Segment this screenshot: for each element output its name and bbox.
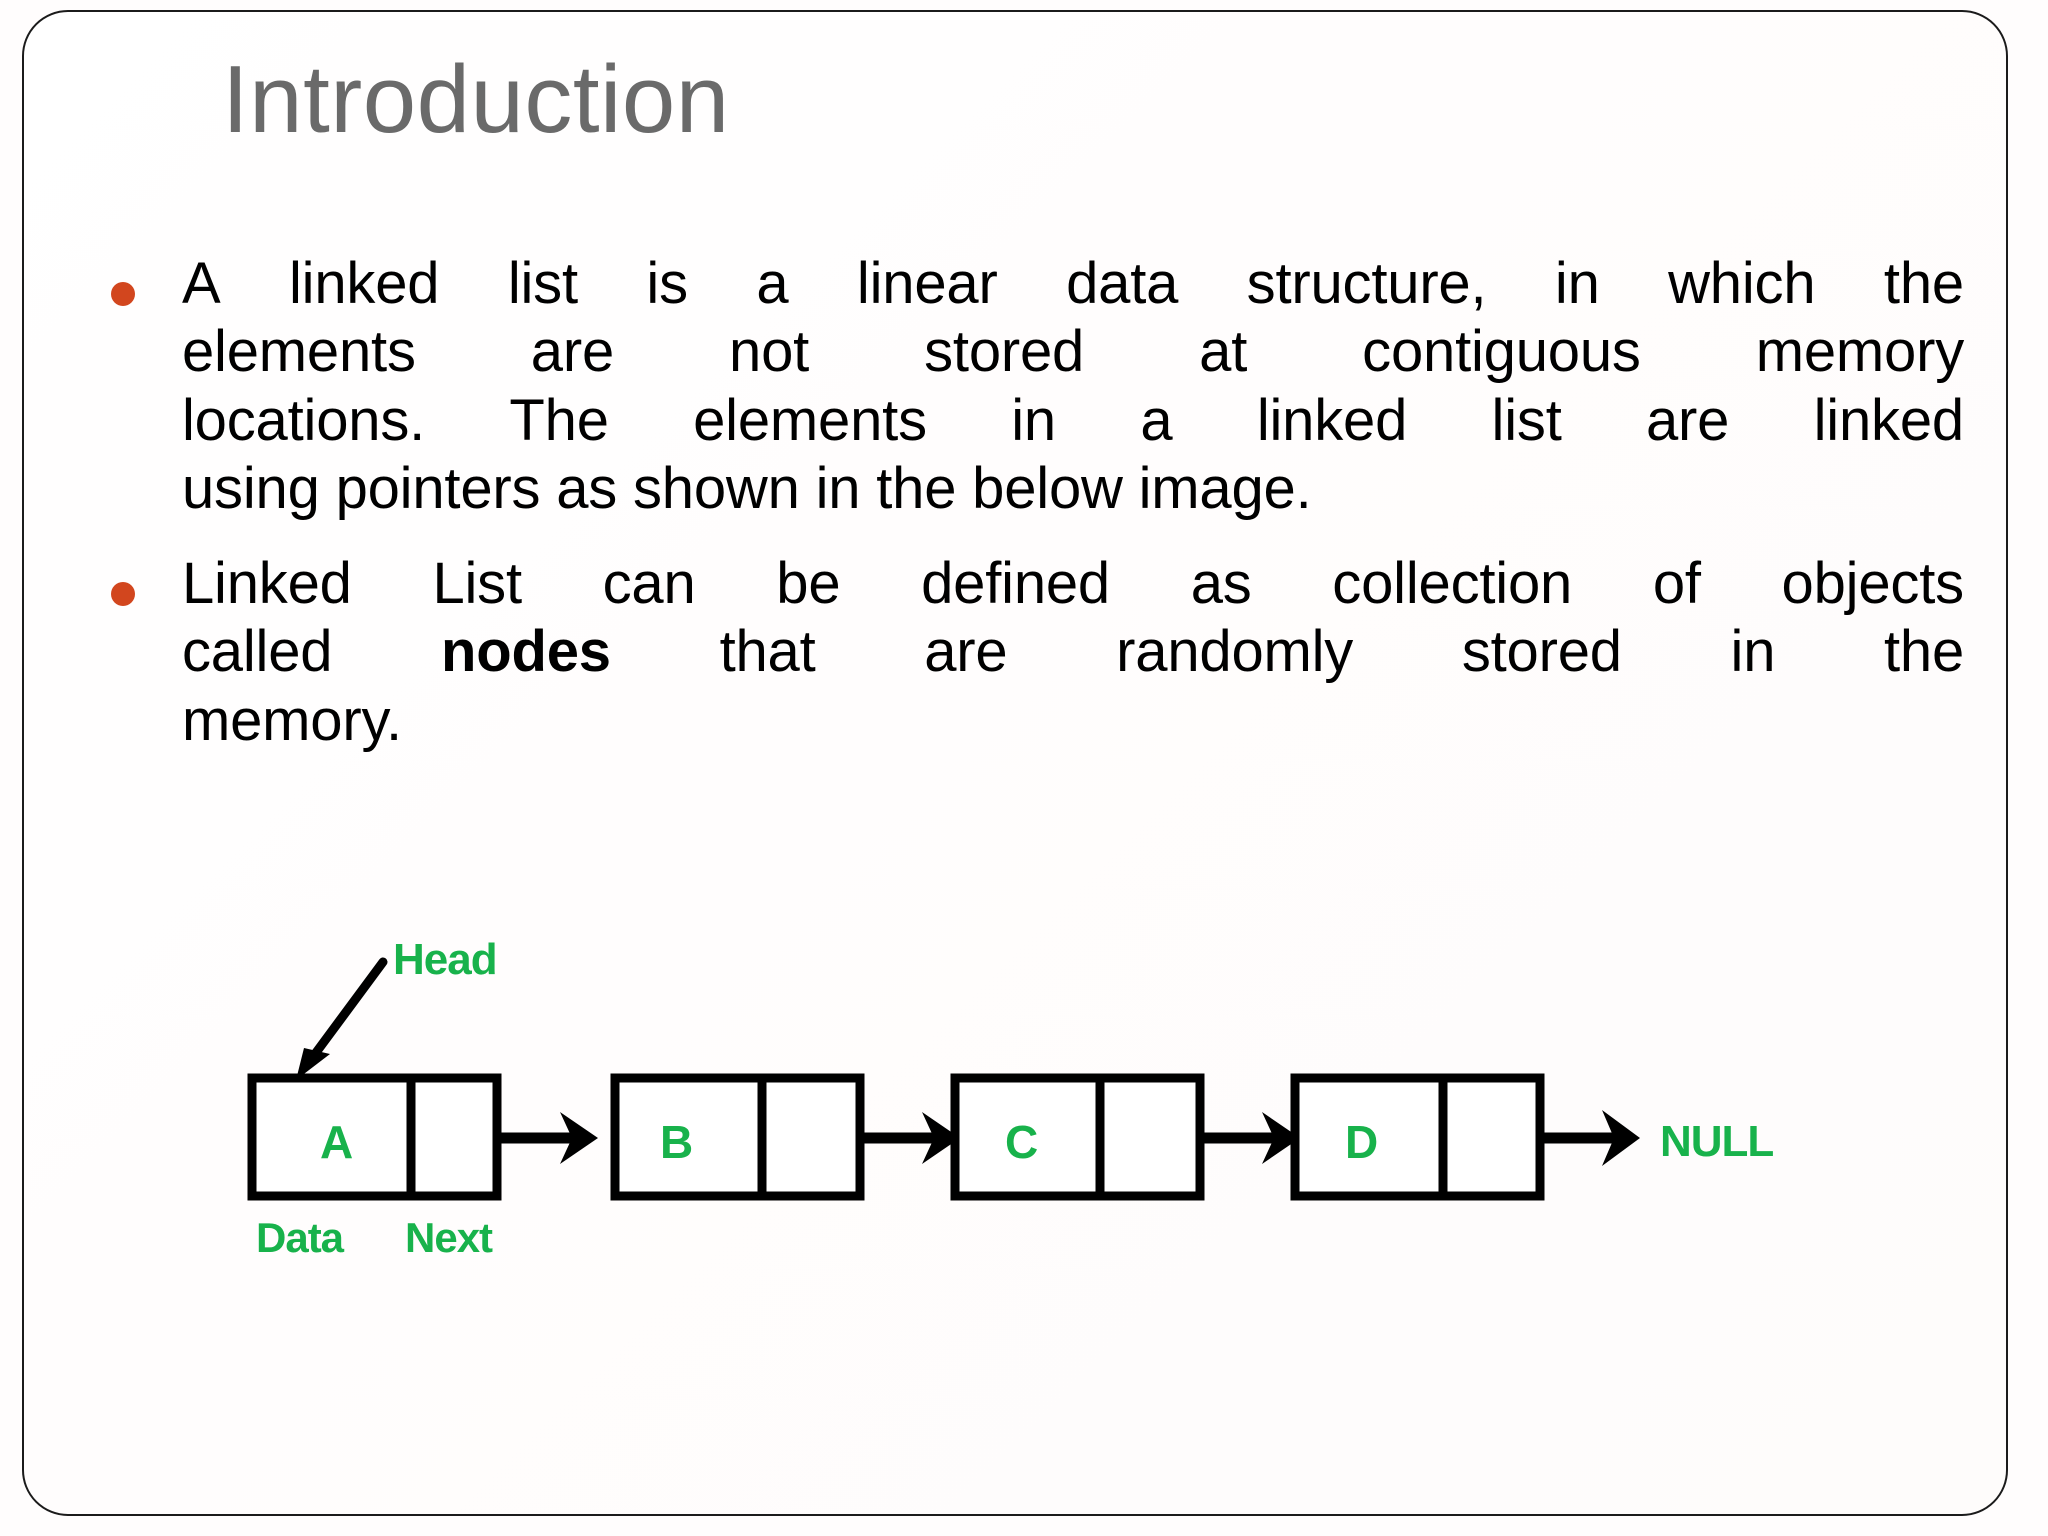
node-box-B: B	[610, 1073, 865, 1201]
bullet-1-line-3: locations. The elements in a linked list…	[182, 387, 1964, 455]
word: a	[1140, 387, 1173, 453]
word: contiguous	[1362, 319, 1641, 385]
node-box-D: D	[1290, 1073, 1545, 1201]
slide-body: A linked list is a linear data structure…	[92, 250, 1972, 781]
node-value-C: C	[1005, 1116, 1038, 1168]
arrow-B-to-C	[860, 1112, 960, 1164]
word: a	[756, 251, 789, 316]
word: List	[432, 550, 522, 616]
word: A	[182, 251, 221, 316]
node-value-A: A	[320, 1116, 353, 1168]
word: are	[530, 319, 615, 385]
word: defined	[921, 550, 1110, 616]
bullet-marker-icon	[111, 282, 135, 306]
bullet-item-2: Linked List can be defined as collection…	[92, 550, 1972, 755]
bullet-1-line-4: using pointers as shown in the below ima…	[182, 455, 1964, 523]
word: called	[182, 619, 333, 685]
word: that	[719, 619, 816, 685]
word: of	[1652, 550, 1701, 616]
word: are	[1646, 387, 1730, 453]
word: the	[1883, 619, 1964, 685]
word: are	[924, 619, 1008, 685]
arrow-A-to-B	[497, 1112, 598, 1164]
word: as	[1190, 550, 1252, 616]
word: memory.	[182, 687, 402, 753]
head-pointer-arrow	[296, 957, 388, 1080]
word: randomly	[1116, 619, 1354, 685]
bullet-2-line-1: Linked List can be defined as collection…	[182, 550, 1964, 618]
next-label: Next	[405, 1214, 493, 1261]
node-value-D: D	[1345, 1116, 1378, 1168]
bullet-item-1: A linked list is a linear data structure…	[92, 250, 1972, 524]
word: in	[1011, 387, 1056, 453]
arrow-D-to-null	[1540, 1110, 1640, 1166]
word: structure,	[1246, 251, 1487, 316]
word: objects	[1781, 550, 1965, 616]
bullet-marker-icon	[111, 581, 135, 606]
word: list	[1491, 387, 1562, 453]
word: data	[1066, 251, 1179, 316]
word: stored	[924, 319, 1085, 385]
bullet-1-line-2: elements are not stored at contiguous me…	[182, 318, 1964, 386]
word: can	[602, 550, 696, 616]
word: the	[1883, 251, 1964, 316]
word: linked	[1256, 387, 1408, 453]
word: be	[776, 550, 841, 616]
word: locations.	[182, 387, 426, 453]
bullet-2-line-3: memory.	[182, 687, 1964, 755]
null-label: NULL	[1660, 1117, 1773, 1166]
word: at	[1199, 319, 1248, 385]
head-label: Head	[393, 935, 497, 984]
bullet-2-line-2: called nodes that are randomly stored in…	[182, 618, 1964, 686]
word: which	[1668, 251, 1816, 316]
node-box-C: C	[950, 1073, 1205, 1201]
word: collection	[1332, 550, 1573, 616]
bullet-1-line-1: A linked list is a linear data structure…	[182, 250, 1964, 318]
data-label: Data	[256, 1214, 345, 1261]
linked-list-diagram: Head A B	[0, 930, 2048, 1290]
word: The	[509, 387, 609, 453]
word-nodes-bold: nodes	[441, 619, 611, 685]
word: list	[507, 251, 578, 316]
slide-frame	[22, 10, 2008, 1516]
word: not	[729, 319, 810, 385]
word: elements	[693, 387, 927, 453]
word: in	[1554, 251, 1600, 316]
word: Linked	[182, 550, 352, 616]
node-value-B: B	[660, 1116, 693, 1168]
word: linear	[856, 251, 998, 316]
word: is	[646, 251, 688, 316]
word: linked	[1813, 387, 1965, 453]
word: stored	[1461, 619, 1622, 685]
page-title: Introduction	[222, 46, 730, 153]
word: memory	[1755, 319, 1964, 385]
bullet-2-text: Linked List can be defined as collection…	[182, 550, 1964, 755]
node-box-A: A	[247, 1073, 502, 1201]
word: linked	[288, 251, 440, 316]
bullet-1-text: A linked list is a linear data structure…	[182, 250, 1964, 524]
arrow-C-to-D	[1200, 1112, 1300, 1164]
word: in	[1730, 619, 1776, 685]
word: using pointers as shown in the below ima…	[182, 456, 1312, 522]
word: elements	[182, 319, 416, 385]
